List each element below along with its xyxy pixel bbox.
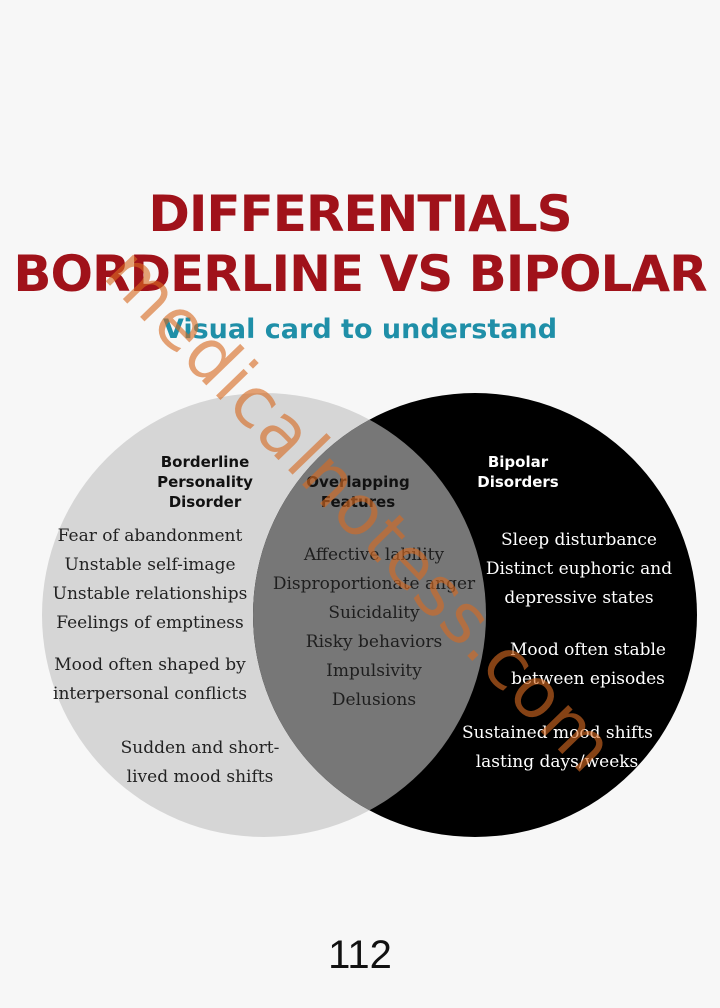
bipolar-label-line: Bipolar [487, 453, 549, 471]
list-item: Mood often shaped by [54, 655, 246, 675]
list-item: Disproportionate anger [272, 574, 476, 594]
list-item: Risky behaviors [305, 632, 443, 652]
overlap-label: Overlapping Features [288, 472, 428, 512]
list-item: Sustained mood shifts [462, 723, 653, 743]
borderline-features-list: Fear of abandonment Unstable self-image … [50, 522, 250, 638]
list-item: Unstable relationships [52, 584, 248, 604]
overlap-region [253, 393, 486, 837]
borderline-label-line: Personality [157, 473, 253, 491]
bipolar-shift-list: Sustained mood shifts lasting days/weeks [462, 719, 653, 777]
list-item: Suicidality [328, 603, 420, 623]
borderline-mood-list: Mood often shaped by interpersonal confl… [50, 651, 250, 709]
borderline-label: Borderline Personality Disorder [140, 452, 270, 512]
list-item: Affective lability [303, 545, 445, 565]
bipolar-label-line: Disorders [477, 473, 559, 491]
list-item: lasting days/weeks [475, 752, 639, 772]
list-item: Distinct euphoric and [485, 559, 673, 579]
borderline-shift-list: Sudden and short- lived mood shifts [115, 734, 285, 792]
list-item: Mood often stable [509, 640, 666, 660]
list-item: Unstable self-image [64, 555, 236, 575]
page-number: 112 [328, 933, 392, 977]
list-item: Sleep disturbance [501, 530, 657, 550]
overlap-label-line: Features [320, 493, 396, 511]
bipolar-label: Bipolar Disorders [458, 452, 578, 492]
subtitle: Visual card to understand [162, 314, 558, 345]
list-item: Sudden and short- [120, 738, 280, 758]
list-item: interpersonal conflicts [53, 684, 247, 704]
bipolar-features-list: Sleep disturbance Distinct euphoric and … [478, 526, 680, 613]
list-item: Fear of abandonment [57, 526, 243, 546]
list-item: Delusions [331, 690, 417, 710]
overlap-features-list: Affective lability Disproportionate ange… [268, 541, 480, 715]
overlap-label-line: Overlapping [306, 473, 410, 491]
list-item: depressive states [504, 588, 654, 608]
list-item: Impulsivity [326, 661, 422, 681]
borderline-label-line: Borderline [160, 453, 250, 471]
title-line-1: DIFFERENTIALS [148, 185, 572, 243]
list-item: between episodes [511, 669, 665, 689]
list-item: lived mood shifts [126, 767, 274, 787]
borderline-label-line: Disorder [168, 493, 242, 511]
list-item: Feelings of emptiness [56, 613, 244, 633]
bipolar-stability-list: Mood often stable between episodes [493, 636, 683, 694]
title-line-2: BORDERLINE VS BIPOLAR [13, 245, 707, 303]
